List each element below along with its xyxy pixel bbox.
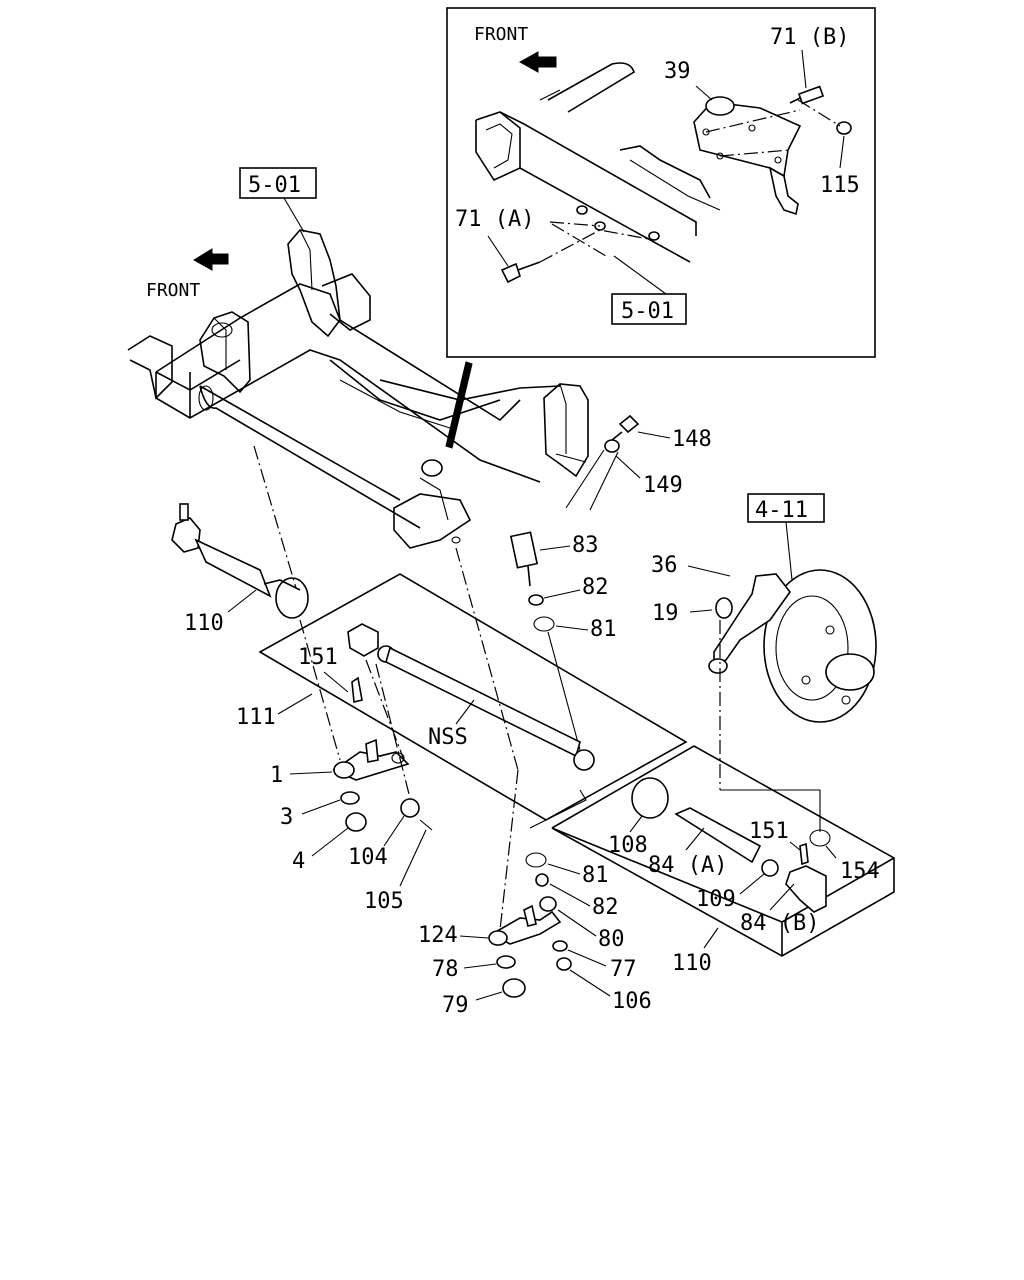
label-82-lower: 82 [592,895,619,920]
nut-109 [761,859,779,877]
label-148: 148 [672,427,712,452]
label-36: 36 [651,553,678,578]
label-111: 111 [236,705,276,730]
label-1: 1 [270,763,283,788]
label-4: 4 [292,849,305,874]
label-149: 149 [643,473,683,498]
inset-front-arrow-icon [518,51,557,73]
oring-81-lower [525,852,547,868]
relay-rod-panel [258,573,688,821]
label-82-top: 82 [582,575,609,600]
nut-79 [502,978,526,998]
label-84a: 84 (A) [648,853,727,878]
label-80: 80 [598,927,625,952]
castle-nut-19 [715,597,733,619]
lockwasher-77 [552,940,568,952]
lockwasher-78 [496,955,516,969]
label-104: 104 [348,845,388,870]
label-77: 77 [610,957,637,982]
label-151-right: 151 [749,819,789,844]
main-ref-box-501 [239,167,317,199]
relay-rod [347,623,595,771]
oring-154 [809,829,831,847]
label-19: 19 [652,601,679,626]
label-78: 78 [432,957,459,982]
nut-149 [604,439,620,453]
label-81-lower: 81 [582,863,609,888]
main-front-arrow-icon [193,248,229,271]
label-110-right: 110 [672,951,712,976]
label-115: 115 [820,173,860,198]
label-151-left: 151 [298,645,338,670]
inset-border [446,7,876,358]
label-71b: 71 (B) [770,25,849,50]
main-ref-411: 4-11 [755,498,808,523]
pitman-arm [332,738,410,781]
idler-arm [488,904,562,946]
label-110-left: 110 [184,611,224,636]
bushing-82-lower [535,873,549,887]
label-109: 109 [696,887,736,912]
bushing-80 [539,896,557,912]
label-106: 106 [612,989,652,1014]
main-front-label: FRONT [146,280,200,301]
label-nss: NSS [428,725,468,750]
label-71a: 71 (A) [455,207,534,232]
label-124: 124 [418,923,458,948]
inset-ref-box-501 [611,293,687,325]
inset-leader-wedge [445,361,473,449]
label-81-top: 81 [590,617,617,642]
inset-crossmember [475,62,852,284]
front-suspension-frame: 5-01 FRONT [127,167,640,549]
wheel-hub-assembly: 4-11 [708,493,877,832]
damper-assembly [509,531,555,632]
inset-front-label: FRONT [474,24,528,45]
lockwasher-3 [340,791,360,805]
tie-rod-end-left [171,503,309,619]
label-39: 39 [664,59,691,84]
inset-ref-501: 5-01 [621,299,674,324]
tie-rod-panel-right [551,745,895,957]
label-154: 154 [840,859,880,884]
label-84b: 84 (B) [740,911,819,936]
label-79: 79 [442,993,469,1018]
main-ref-501: 5-01 [248,173,301,198]
label-3: 3 [280,805,293,830]
label-108: 108 [608,833,648,858]
label-105: 105 [364,889,404,914]
label-83: 83 [572,533,599,558]
nut-4 [345,812,367,832]
nut-106 [556,957,572,971]
nut-104 [400,798,420,818]
inset-detail-panel: FRONT [446,7,876,358]
